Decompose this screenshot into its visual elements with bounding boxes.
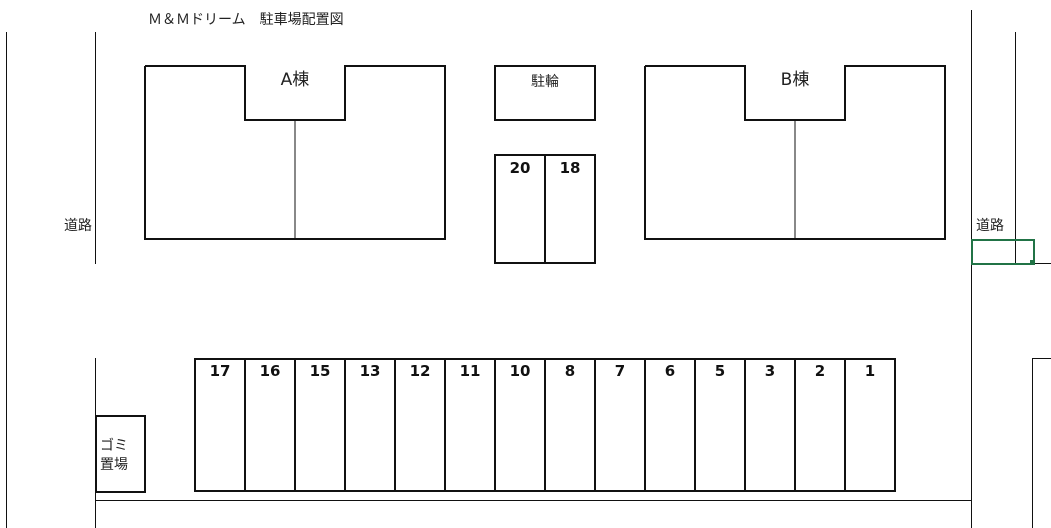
right-road-line	[971, 10, 972, 528]
parking-space-17: 17	[194, 358, 246, 492]
building-a-label: A棟	[280, 70, 310, 90]
parking-space-number: 5	[714, 362, 726, 380]
parking-space-6: 6	[644, 358, 696, 492]
bicycle-parking: 駐輪	[494, 65, 596, 121]
parking-space-number: 15	[309, 362, 331, 380]
parking-space-number: 1	[864, 362, 876, 380]
parking-space-11: 11	[444, 358, 496, 492]
parking-space-number: 16	[259, 362, 281, 380]
parking-space-7: 7	[594, 358, 646, 492]
bottom-road-line	[95, 500, 972, 501]
parking-space-number: 13	[359, 362, 381, 380]
building-b-label: B棟	[780, 70, 810, 90]
parking-space-3: 3	[744, 358, 796, 492]
parking-space-number: 2	[814, 362, 826, 380]
parking-space-8: 8	[544, 358, 596, 492]
parking-space-15: 15	[294, 358, 346, 492]
parking-space-number: 20	[509, 159, 531, 177]
far-right-line-upper	[1015, 32, 1016, 264]
garbage-area-label-line2: 置場	[100, 457, 128, 473]
parking-space-2: 2	[794, 358, 846, 492]
parking-space-1: 1	[844, 358, 896, 492]
selected-cell[interactable]	[971, 239, 1035, 265]
parking-space-number: 3	[764, 362, 776, 380]
building-b	[644, 65, 946, 240]
far-right-line-lower	[1032, 358, 1033, 528]
parking-space-16: 16	[244, 358, 296, 492]
parking-space-13: 13	[344, 358, 396, 492]
far-right-tick-lower	[1032, 358, 1051, 359]
outer-left-edge-line	[6, 32, 7, 528]
parking-space-number: 10	[509, 362, 531, 380]
fill-handle[interactable]	[1030, 260, 1035, 265]
parking-space-18: 18	[544, 154, 596, 264]
parking-space-number: 7	[614, 362, 626, 380]
parking-space-number: 17	[209, 362, 231, 380]
garbage-area: ゴミ 置場	[95, 415, 146, 493]
road-label-right: 道路	[976, 218, 1004, 234]
parking-space-12: 12	[394, 358, 446, 492]
bicycle-parking-label: 駐輪	[531, 74, 559, 90]
parking-space-number: 18	[559, 159, 581, 177]
page-title: Ｍ＆Ｍドリーム 駐車場配置図	[148, 12, 344, 28]
parking-space-number: 12	[409, 362, 431, 380]
left-road-line-upper	[95, 32, 96, 264]
parking-space-number: 8	[564, 362, 576, 380]
parking-space-5: 5	[694, 358, 746, 492]
parking-space-10: 10	[494, 358, 546, 492]
parking-space-20: 20	[494, 154, 546, 264]
parking-space-number: 11	[459, 362, 481, 380]
building-a	[144, 65, 446, 240]
road-label-left: 道路	[64, 218, 92, 234]
parking-space-number: 6	[664, 362, 676, 380]
garbage-area-label-line1: ゴミ	[100, 438, 128, 454]
